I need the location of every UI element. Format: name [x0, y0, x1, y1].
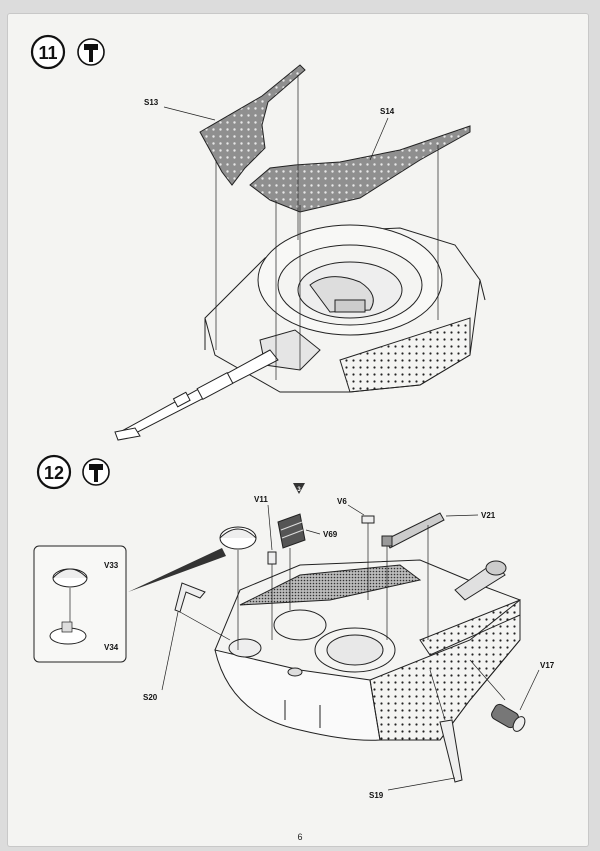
detail-inset: V33 V34	[33, 545, 127, 663]
part-label-s14: S14	[380, 107, 395, 116]
part-label-v34: V34	[104, 643, 119, 652]
turret-hull-drawing	[114, 224, 486, 441]
part-label-s20: S20	[143, 693, 158, 702]
part-s14	[249, 125, 471, 213]
part-label-s13: S13	[144, 98, 159, 107]
part-label-v11: V11	[254, 495, 268, 504]
part-label-v33: V33	[104, 561, 119, 570]
part-s19	[439, 719, 463, 783]
part-v17	[491, 703, 526, 732]
part-s13	[199, 64, 306, 186]
alignment-lines	[179, 523, 506, 721]
part-v11	[267, 551, 277, 565]
step-number: 11	[38, 43, 57, 63]
part-label-v69: V69	[323, 530, 338, 539]
glue-icon	[77, 38, 105, 66]
part-v69	[277, 513, 306, 549]
part-label-s19: S19	[369, 791, 384, 800]
turret-body-drawing	[214, 559, 521, 741]
step-number-badge	[36, 454, 72, 490]
page-number: 6	[297, 832, 303, 842]
part-s20	[174, 582, 206, 613]
detail-badge-number: 3	[297, 487, 301, 493]
step-number-badge	[30, 34, 66, 70]
part-label-v21: V21	[481, 511, 496, 520]
part-v6	[361, 515, 375, 524]
cupola-part	[219, 526, 257, 550]
step-number: 12	[44, 463, 64, 483]
detail-pointer	[128, 548, 226, 592]
alignment-lines	[215, 75, 439, 380]
step-12: 12 V33 V34	[33, 454, 555, 800]
part-label-v17: V17	[540, 661, 555, 670]
part-v21	[381, 512, 445, 549]
part-label-v6: V6	[337, 497, 347, 506]
detail-badge: 3	[293, 483, 305, 494]
glue-icon	[82, 458, 110, 486]
step-11: 11	[30, 34, 486, 441]
